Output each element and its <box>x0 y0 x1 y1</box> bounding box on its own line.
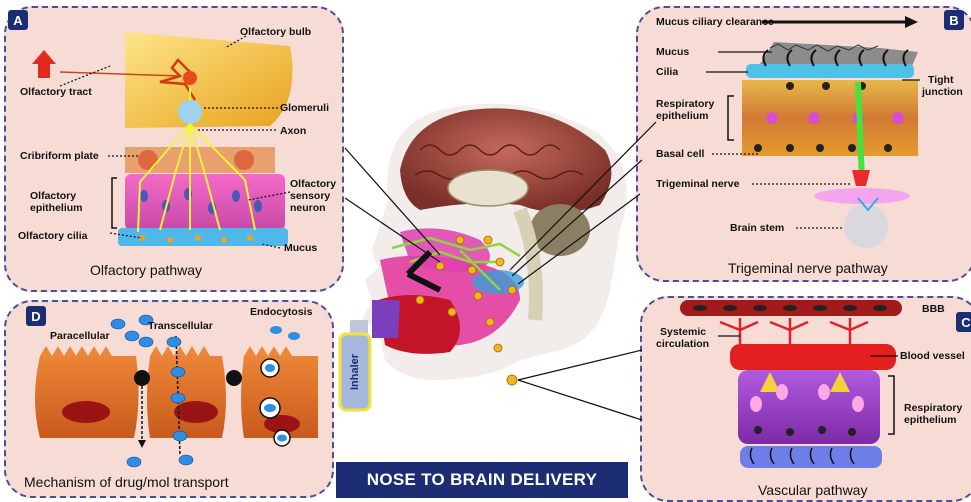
label-olfactory-epithelium-1: Olfactory <box>30 190 76 202</box>
badge-b: B <box>944 10 964 30</box>
label-cribriform-plate: Cribriform plate <box>20 150 99 162</box>
label-axon: Axon <box>280 125 306 137</box>
label-olfactory-sensory-neuron-3: neuron <box>290 202 326 214</box>
corpus-callosum <box>448 170 528 206</box>
label-mucus-b: Mucus <box>656 46 689 58</box>
label-mucus-a: Mucus <box>284 242 317 254</box>
badge-c: C <box>956 312 971 332</box>
label-olfactory-sensory-neuron-1: Olfactory <box>290 178 336 190</box>
mitral-cell <box>183 71 197 85</box>
trigeminal-nerve-shape <box>858 82 862 180</box>
trigeminal-art <box>706 16 920 248</box>
label-cilia: Cilia <box>656 66 678 78</box>
label-paracellular: Paracellular <box>50 330 110 342</box>
glomerulus <box>178 100 202 124</box>
label-olfactory-bulb: Olfactory bulb <box>240 26 311 38</box>
label-respiratory-epithelium-b-1: Respiratory <box>656 98 714 110</box>
label-systemic-circulation-1: Systemic <box>660 326 706 338</box>
label-respiratory-epithelium-b-2: epithelium <box>656 110 709 122</box>
olfactory-epithelium-shape <box>125 174 285 230</box>
label-basal-cell: Basal cell <box>656 148 704 160</box>
badge-a: A <box>8 10 28 30</box>
label-endocytosis: Endocytosis <box>250 306 312 318</box>
label-transcellular: Transcellular <box>148 320 213 332</box>
cerebellum <box>530 204 590 256</box>
label-tight-junction-2: junction <box>922 86 963 98</box>
label-respiratory-epithelium-c-2: epithelium <box>904 414 957 426</box>
caption-drug-transport: Mechanism of drug/mol transport <box>24 474 229 490</box>
label-bbb: BBB <box>922 303 945 315</box>
label-olfactory-sensory-neuron-2: sensory <box>290 190 330 202</box>
label-brain-stem: Brain stem <box>730 222 784 234</box>
badge-d: D <box>26 306 46 326</box>
label-glomeruli: Glomeruli <box>280 102 329 114</box>
label-olfactory-tract: Olfactory tract <box>20 86 92 98</box>
caption-olfactory-pathway: Olfactory pathway <box>90 262 202 278</box>
label-trigeminal-nerve: Trigeminal nerve <box>656 178 739 190</box>
vascular-art <box>680 300 902 468</box>
label-tight-junction-1: Tight <box>928 74 953 86</box>
label-blood-vessel: Blood vessel <box>900 350 965 362</box>
caption-trigeminal-pathway: Trigeminal nerve pathway <box>728 260 888 276</box>
label-olfactory-cilia: Olfactory cilia <box>18 230 87 242</box>
caption-vascular-pathway: Vascular pathway <box>758 482 867 498</box>
page-title: NOSE TO BRAIN DELIVERY <box>336 462 628 498</box>
label-mucus-ciliary-clearance: Mucus ciliary clearance <box>656 16 774 28</box>
label-respiratory-epithelium-c-1: Respiratory <box>904 402 962 414</box>
blood-vessel-shape <box>730 344 896 370</box>
inhaler-label: Inhaler <box>345 357 365 387</box>
red-arrow-icon <box>32 50 56 78</box>
olfactory-art <box>32 32 293 248</box>
olfactory-bulb-shape <box>125 32 293 128</box>
label-olfactory-epithelium-2: epithelium <box>30 202 83 214</box>
label-systemic-circulation-2: circulation <box>656 338 709 350</box>
